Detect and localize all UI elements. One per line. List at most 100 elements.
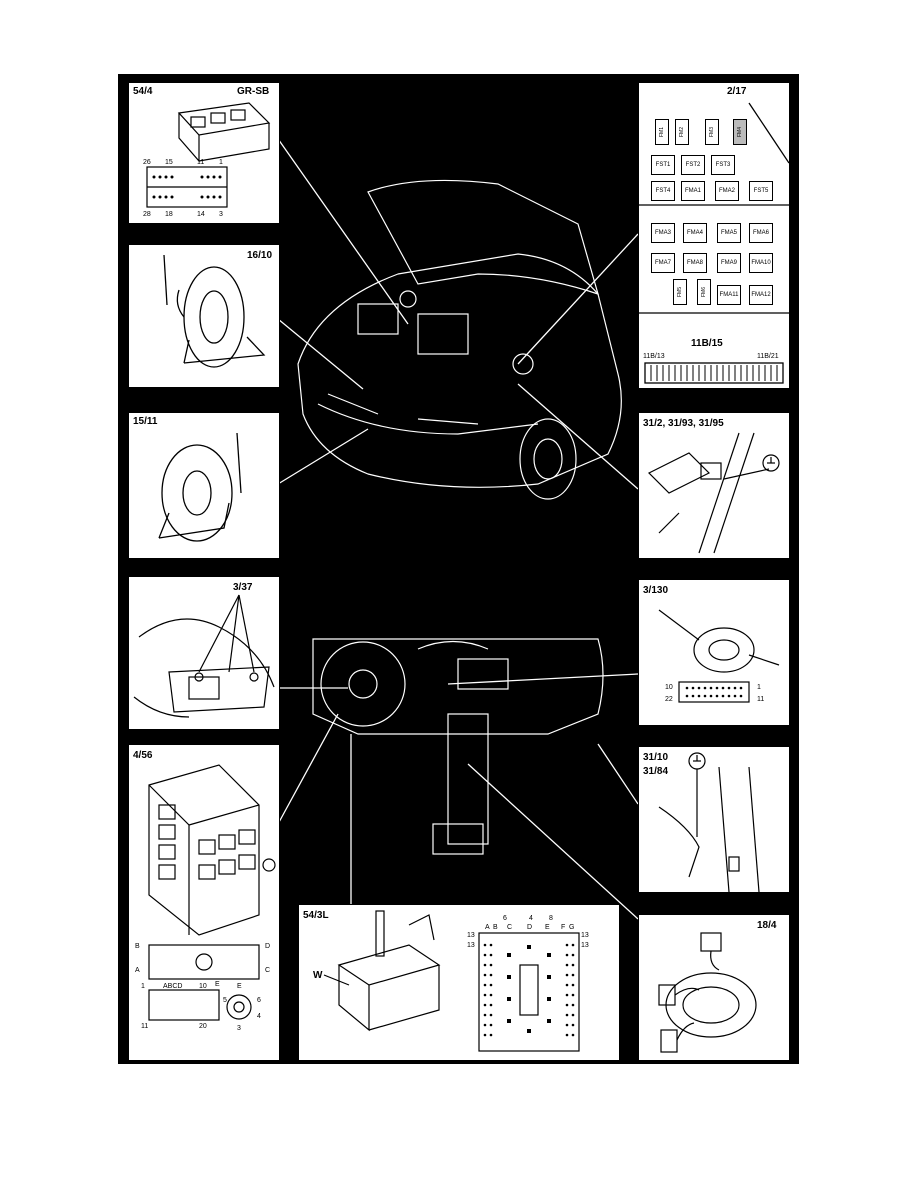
strip-right-label: 11B/21 [757,353,779,360]
connector-letter: C [507,924,513,931]
horn-drawing [158,432,242,542]
wire-color-label: GR-SB [237,86,270,97]
fuse-fst4: FST4 [651,181,675,201]
pin-number: 3 [219,211,223,218]
pin-number: 4 [257,1013,261,1020]
panel-label: 54/3L [303,910,329,921]
connector-letter: A [135,967,140,974]
connector-drawing [146,102,271,208]
connector-letter: G [569,924,575,931]
panel-31-2: 31/2, 31/93, 31/95 [638,412,790,559]
pin-number: 5 [223,997,227,1004]
switch-drawing [658,609,780,703]
panel-18-4: 18/4 [638,914,790,1061]
pin-label: E [237,983,242,990]
pin-number: 10 [665,684,673,691]
car-illustration [297,179,622,855]
connector-letter: F [561,924,566,931]
panel-label: 3/130 [643,585,669,596]
panel-label: 54/4 [133,86,153,97]
panel-54-3L: 54/3L W [298,904,620,1061]
relay-box-drawing [148,764,276,1021]
fuse-fm1: FM1 [655,119,669,145]
diagram-stage: 54/4 GR-SB 26 15 11 1 28 1 [118,74,799,1064]
pin-number: 26 [143,159,151,166]
pin-number: 1 [757,684,761,691]
fuse-fm6: FM6 [697,279,711,305]
pin-number: 11 [141,1023,149,1030]
connector-letter: D [265,943,271,950]
panel-4-56: 4/56 B D A C E 1 ABCD 10 11 [128,744,280,1061]
panel-2-17: 2/17 FM1 FM2 FM3 FM4 FST1 FST2 FST3 FST4 [638,82,790,389]
fuse-fma4: FMA4 [683,223,707,243]
pin-number: 11 [197,159,205,166]
panel-label-secondary: 31/84 [643,766,669,777]
connector-letter: E [545,924,550,931]
pin-number: 1 [219,159,223,166]
fuse-fma10: FMA10 [749,253,773,273]
fuse-box-outline [639,102,789,384]
pin-number: 4 [529,915,533,922]
pin-number: 13 [581,942,589,949]
panel-3-37: 3/37 [128,576,280,730]
fuse-fma9: FMA9 [717,253,741,273]
pin-number: 10 [199,983,207,990]
fuse-fst3: FST3 [711,155,735,175]
fuse-fma8: FMA8 [683,253,707,273]
strip-label: 11B/15 [691,338,723,349]
fuse-fma2: FMA2 [715,181,739,201]
fuse-fm3: FM3 [705,119,719,145]
pin-number: 13 [467,932,475,939]
panel-label: 16/10 [247,250,273,261]
fuse-fm4: FM4 [733,119,747,145]
pin-number: 22 [665,696,673,703]
fuse-fma5: FMA5 [717,223,741,243]
panel-3-130: 3/130 10 1 22 11 [638,579,790,726]
connector-letter: B [135,943,140,950]
panel-label: 15/11 [133,416,158,427]
panel-label: 31/10 [643,752,669,763]
connector-letter: D [527,924,533,931]
part-w-label: W [313,970,323,981]
pin-number: 11 [757,696,765,703]
pin-number: 8 [549,915,553,922]
fuse-fst2: FST2 [681,155,705,175]
fuse-fm2: FM2 [675,119,689,145]
fuse-fm5: FM5 [673,279,687,305]
fuse-fst5: FST5 [749,181,773,201]
panel-label: 2/17 [727,86,747,97]
clock-spring-drawing [658,932,757,1053]
panel-54-4: 54/4 GR-SB 26 15 11 1 28 1 [128,82,280,224]
connector-lines [275,135,639,920]
pin-number: 18 [165,211,173,218]
pin-number: 15 [165,159,173,166]
connector-letter: A [485,924,490,931]
connector-letter: C [265,967,271,974]
pin-label: ABCD [163,983,183,990]
fuse-fma6: FMA6 [749,223,773,243]
connector-letter: E [215,981,220,988]
fuse-fma3: FMA3 [651,223,675,243]
panel-label: 18/4 [757,920,777,931]
pin-number: 20 [199,1023,207,1030]
pin-number: 6 [257,997,261,1004]
panel-15-11: 15/11 [128,412,280,559]
pin-number: 14 [197,211,205,218]
panel-label: 4/56 [133,750,153,761]
pin-number: 13 [467,942,475,949]
panel-label: 3/37 [233,582,253,593]
fuse-fma1: FMA1 [681,181,705,201]
ground-point-drawing [647,432,780,554]
connector-drawing [323,910,580,1052]
strip-left-label: 11B/13 [643,353,665,360]
panel-label: 31/2, 31/93, 31/95 [643,418,724,429]
fuse-fma7: FMA7 [651,253,675,273]
fuse-fma12: FMA12 [749,285,773,305]
pin-number: 13 [581,932,589,939]
panel-16-10: 16/10 [128,244,280,388]
pin-number: 6 [503,915,507,922]
pin-number: 28 [143,211,151,218]
pin-number: 3 [237,1025,241,1032]
ground-point-drawing [658,752,760,892]
panel-31-10: 31/10 31/84 [638,746,790,893]
